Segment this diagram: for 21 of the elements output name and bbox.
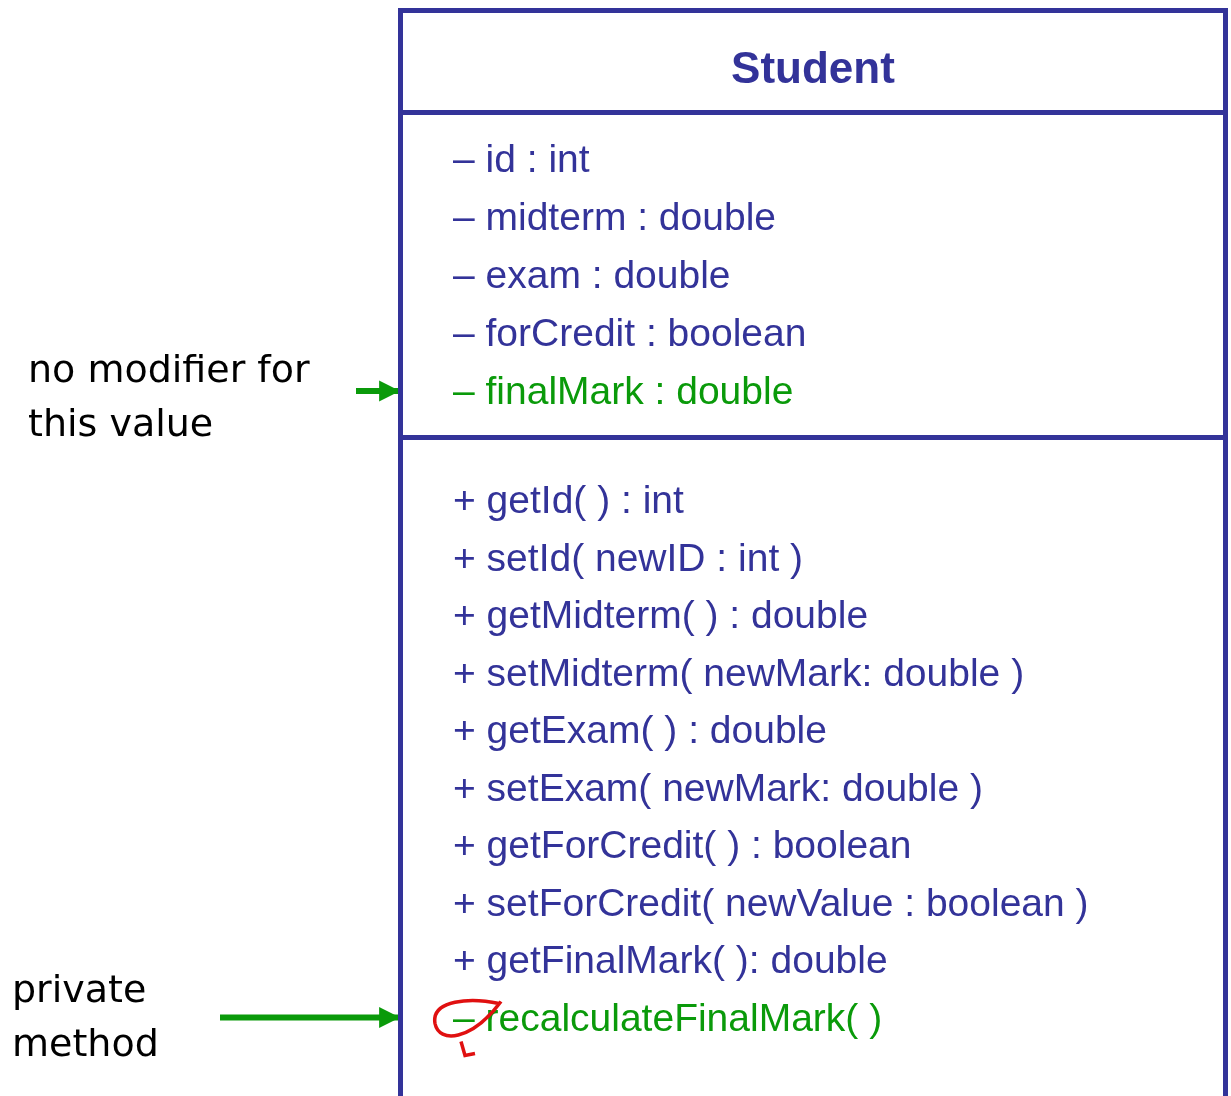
method-text: + getFinalMark( ): double bbox=[453, 938, 888, 982]
method-text: + setMidterm( newMark: double ) bbox=[453, 650, 1025, 695]
attribute-text: – finalMark : double bbox=[453, 369, 794, 413]
attribute-text: – exam : double bbox=[453, 253, 731, 297]
attribute-text: – id : int bbox=[453, 137, 590, 181]
class-box bbox=[398, 8, 1228, 1096]
arrow bbox=[356, 380, 401, 402]
method-text: + getForCredit( ) : boolean bbox=[453, 823, 912, 867]
method-text: + setExam( newMark: double ) bbox=[453, 765, 983, 810]
method-text: – recalculateFinalMark( ) bbox=[453, 995, 883, 1040]
method-text: + getExam( ) : double bbox=[453, 708, 827, 752]
method-text: + setId( newID : int ) bbox=[453, 535, 804, 580]
method-text: + getId( ) : int bbox=[453, 478, 684, 522]
method-text: + getMidterm( ) : double bbox=[453, 593, 869, 637]
attribute-text: – forCredit : boolean bbox=[453, 311, 807, 355]
method-text: + setForCredit( newValue : boolean ) bbox=[453, 880, 1089, 925]
arrow bbox=[220, 1007, 401, 1028]
class-name: Student bbox=[730, 43, 896, 93]
attribute-text: – midterm : double bbox=[453, 195, 776, 239]
annotation-note: private method bbox=[12, 966, 160, 1067]
annotation-note: no modifier for this value bbox=[28, 346, 311, 447]
